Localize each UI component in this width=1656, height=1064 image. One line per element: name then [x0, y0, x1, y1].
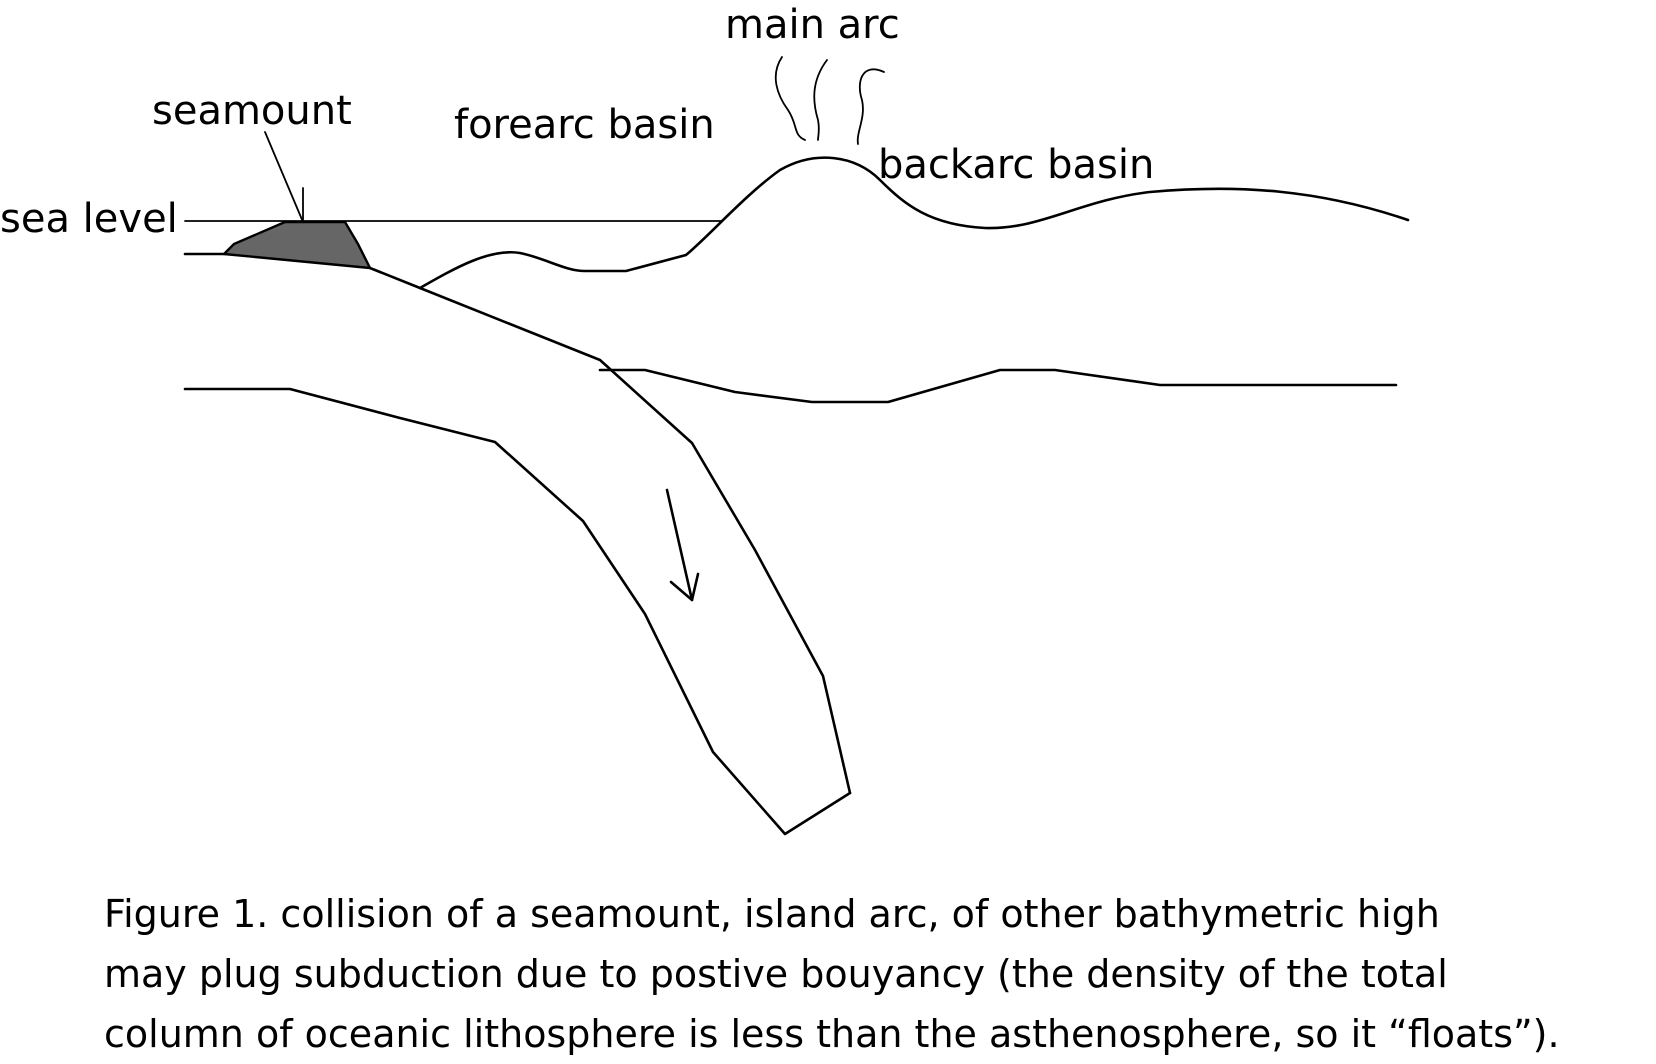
caption-line: may plug subduction due to postive bouya…	[104, 952, 1448, 996]
arc-heat-squiggle-right	[856, 68, 885, 145]
caption-line: column of oceanic lithosphere is less th…	[104, 1012, 1560, 1056]
arc-heat-squiggle-middle	[813, 59, 828, 141]
seamount-arrow-shaft	[264, 131, 304, 223]
main-arc-label: main arc	[725, 2, 900, 48]
figure-caption: Figure 1. collision of a seamount, islan…	[104, 884, 1652, 1064]
subduction-arrow-head	[669, 572, 700, 602]
backarc-basin-label: backarc basin	[878, 142, 1154, 188]
slab-top-surface	[368, 266, 852, 795]
overriding-plate-topography	[418, 156, 1410, 290]
forearc-basin-label: forearc basin	[454, 102, 715, 148]
seamount-label: seamount	[152, 88, 352, 134]
seamount-shape	[222, 220, 372, 270]
subduction-arrow-shaft	[665, 488, 694, 602]
overriding-plate-base	[598, 368, 1398, 404]
caption-line: Figure 1. collision of a seamount, islan…	[104, 892, 1440, 936]
slab-bottom-surface	[183, 387, 852, 836]
arc-heat-squiggle-left	[774, 56, 806, 141]
sea-level-label: sea level	[0, 196, 178, 242]
